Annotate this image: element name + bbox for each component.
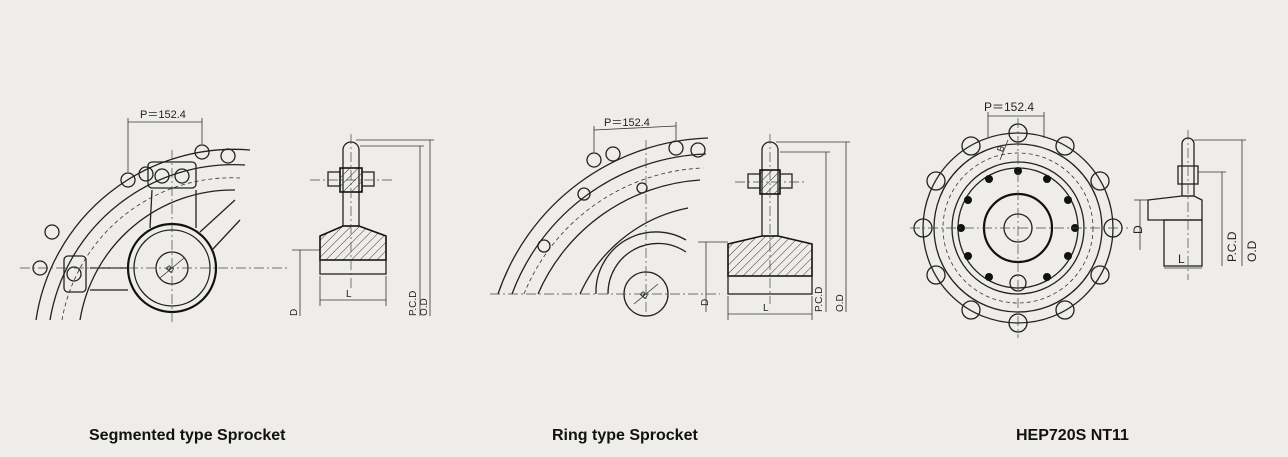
- segmented-side-view: D L P.C.D O.D: [289, 134, 434, 316]
- ring-side-view: D L P.C.D O.D: [698, 134, 850, 320]
- hep720s-pcd-label: P.C.D: [1225, 231, 1239, 262]
- hep720s-caption: HEP720S NT11: [1016, 427, 1129, 444]
- ring-caption: Ring type Sprocket: [552, 427, 698, 444]
- figure-segmented-sprocket: B P＝152.4 D L: [0, 0, 450, 457]
- hep720s-pitch-label: P＝152.4: [984, 100, 1034, 114]
- ring-d-label: D: [700, 299, 711, 306]
- segmented-pitch-label: P＝152.4: [140, 109, 186, 121]
- segmented-front-view: B P＝152.4: [20, 109, 290, 322]
- figure-hep720s-sprocket: B P＝152.4 D L P.C.D O.D HEP720S NT11: [880, 0, 1280, 457]
- hep720s-l-label: L: [1178, 252, 1185, 266]
- ring-od-label: O.D: [835, 294, 846, 312]
- segmented-pcd-label: P.C.D: [408, 291, 419, 316]
- segmented-sprocket-drawing: B P＝152.4 D L: [20, 109, 434, 322]
- segmented-d-label: D: [289, 309, 300, 316]
- ring-l-label: L: [763, 303, 769, 314]
- hep720s-front-view: B P＝152.4: [910, 100, 1128, 338]
- ring-pitch-label: P＝152.4: [604, 117, 650, 129]
- figure-ring-sprocket: B P＝152.4 D L: [450, 0, 880, 457]
- ring-pcd-label: P.C.D: [814, 287, 825, 312]
- hep720s-side-view: D L P.C.D O.D: [1131, 130, 1259, 280]
- segmented-od-label: O.D: [419, 298, 430, 316]
- segmented-l-label: L: [346, 289, 352, 300]
- ring-sprocket-drawing: B P＝152.4 D L: [490, 117, 850, 320]
- hep720s-bore-label: B: [995, 144, 1006, 153]
- ring-front-view: B P＝152.4: [490, 117, 720, 320]
- segmented-caption: Segmented type Sprocket: [89, 427, 286, 444]
- hep720s-od-label: O.D: [1245, 240, 1259, 262]
- hep720s-drawing: B P＝152.4 D L P.C.D O.D: [910, 100, 1259, 338]
- hep720s-d-label: D: [1131, 225, 1145, 234]
